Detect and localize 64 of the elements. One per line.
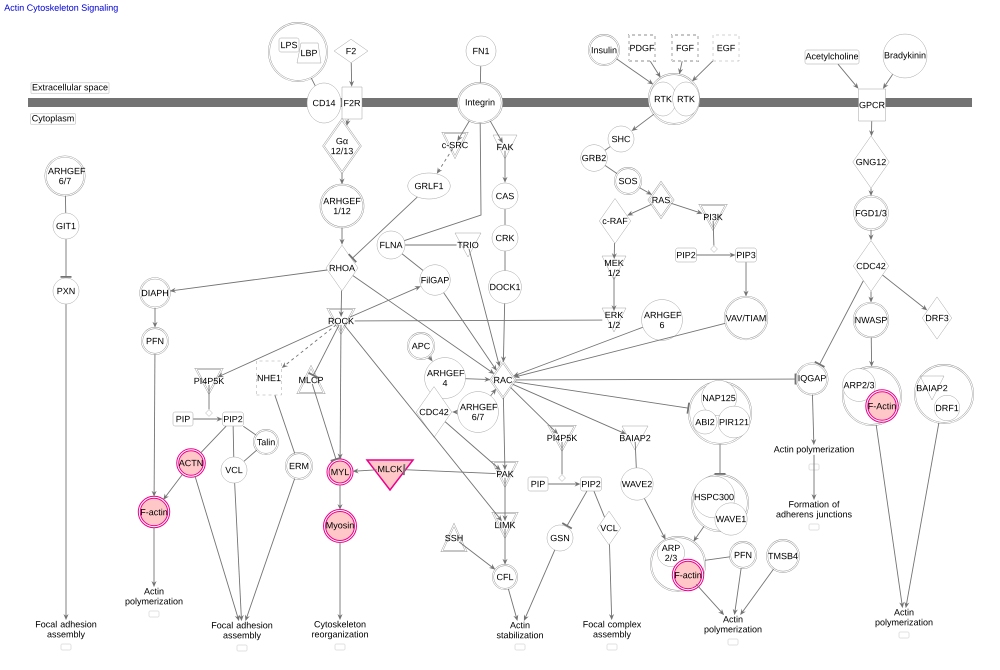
connector-line xyxy=(504,208,506,226)
connector-line xyxy=(274,394,296,454)
kinase-triangle: FAK xyxy=(492,134,518,160)
function-label: Focal adhesion assembly xyxy=(212,622,272,652)
small-molecule-box: PIP xyxy=(528,476,548,492)
inhibition-line xyxy=(562,490,588,530)
connector-line xyxy=(354,320,603,322)
connector-line xyxy=(634,441,637,468)
small-molecule-box: PIP2 xyxy=(222,412,244,426)
connector-line xyxy=(480,66,482,84)
connector-line xyxy=(208,384,210,410)
function-label: Actin polymerization xyxy=(876,608,932,638)
junction-diamond xyxy=(205,409,213,417)
dashed-box: PDGF xyxy=(628,34,656,62)
small-molecule-box: PIP3 xyxy=(736,248,756,262)
connector-line xyxy=(504,250,506,271)
connector-line xyxy=(604,165,618,174)
receptor-box: F2R xyxy=(342,86,362,120)
function-label: Actin stabilization xyxy=(496,622,543,650)
function-label: Formation of adherens junctions xyxy=(776,500,852,530)
small-molecule-box: PIP2 xyxy=(676,248,696,262)
connector-line xyxy=(704,556,730,561)
connector-line xyxy=(64,195,66,214)
connector-line xyxy=(402,253,424,271)
kinase-triangle: TRIO xyxy=(454,232,482,258)
kinase-triangle: BAIAP2 xyxy=(620,426,650,450)
function-label: Actin polymerization xyxy=(704,616,762,646)
inhibition-line xyxy=(714,444,726,475)
function-label: Cytoskeleton reorganization xyxy=(312,620,368,650)
connector-line xyxy=(404,244,457,246)
connector-line xyxy=(404,122,482,241)
receptor-box: GPCR xyxy=(858,88,886,122)
function-label: Focal complex assembly xyxy=(583,620,642,650)
function-label: Actin polymerization xyxy=(126,588,182,618)
connector-line xyxy=(310,78,316,86)
connector-line xyxy=(604,146,611,151)
kinase-triangle: BAIAP2 xyxy=(917,376,948,400)
inhibition-line xyxy=(60,238,72,278)
title: Actin Cytoskeleton Signaling xyxy=(4,4,118,13)
dashed-box: FGF xyxy=(671,34,699,62)
connector-line xyxy=(712,220,714,246)
junction-diamond xyxy=(558,474,566,482)
connector-line xyxy=(232,426,234,458)
compartment-label: Cytoplasm xyxy=(30,114,76,124)
inhibition-line xyxy=(312,383,342,462)
junction-diamond xyxy=(710,245,718,253)
small-molecule-box: PIP2 xyxy=(580,476,602,492)
function-label: Actin polymerization xyxy=(774,446,854,470)
kinase-triangle: MEK 1/2 xyxy=(602,256,626,280)
small-molecule-box: PIP xyxy=(172,412,194,426)
compartment-label: Extracellular space xyxy=(30,82,110,94)
inhibition-line xyxy=(514,381,690,414)
small-molecule-box: Acetylcholine xyxy=(804,50,860,64)
connector-line xyxy=(242,426,256,436)
dashed-box: EGF xyxy=(712,34,740,62)
function-label: Focal adhesion assembly xyxy=(36,620,96,650)
connector-line xyxy=(594,490,606,518)
dashed-box: NHE1 xyxy=(256,360,282,396)
inhibition-line xyxy=(515,374,796,385)
connector-line xyxy=(200,426,227,454)
small-molecule-box: LPS xyxy=(278,38,300,52)
inhibition-line xyxy=(348,196,418,263)
connector-line xyxy=(244,450,258,462)
kinase-triangle: ERK 1/2 xyxy=(602,308,626,332)
